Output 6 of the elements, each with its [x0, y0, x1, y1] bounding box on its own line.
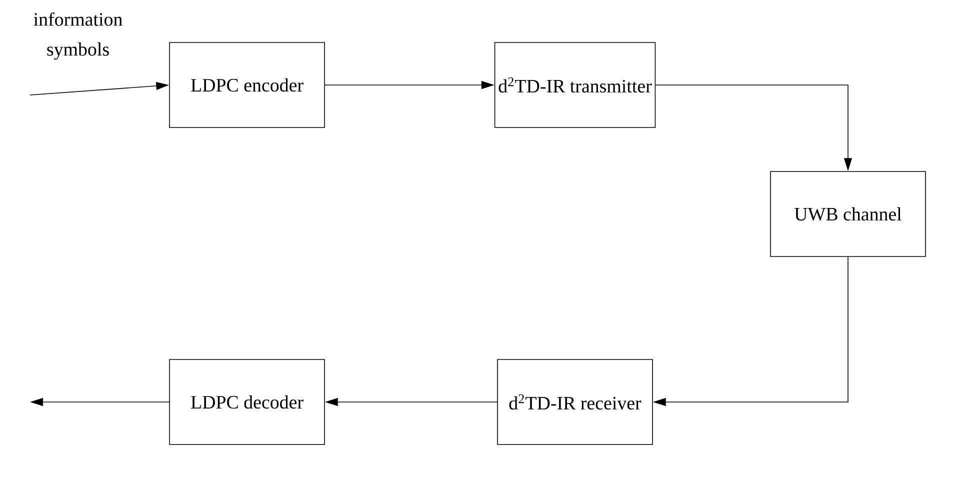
process-box: LDPC encoder — [169, 42, 325, 128]
edge-label: information symbols — [34, 12, 122, 60]
process-box: LDPC decoder — [169, 359, 325, 445]
process-box: UWB channel — [770, 171, 926, 257]
process-box: d$^{2}$TD-IR transmitter — [494, 42, 656, 128]
process-box: d$^{2}$TD-IR receiver — [497, 359, 653, 445]
